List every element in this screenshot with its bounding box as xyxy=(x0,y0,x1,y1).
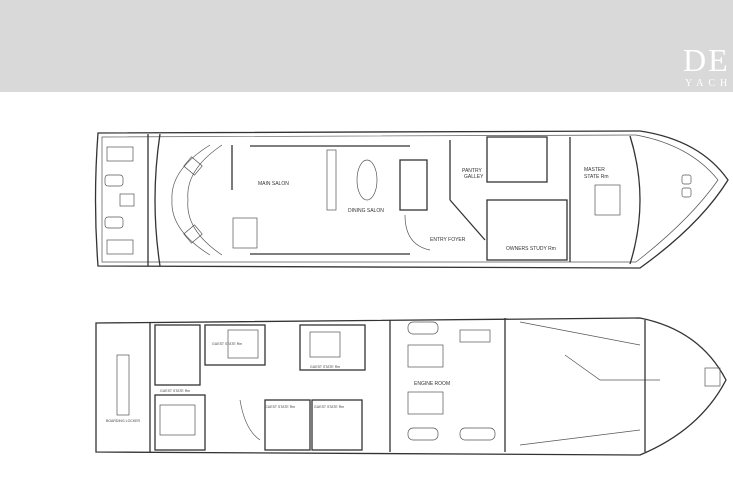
guest-heads xyxy=(154,324,201,386)
spiral-stair xyxy=(239,399,261,441)
wall xyxy=(449,199,486,241)
chair xyxy=(183,224,203,244)
guest-cabin-1 xyxy=(204,324,266,366)
label-lazarette: BOARDING LOCKER xyxy=(106,419,141,423)
logo-sub-text: YACH xyxy=(685,78,733,89)
engine xyxy=(407,344,444,368)
guest-cabin-4 xyxy=(264,399,311,451)
hatch xyxy=(681,187,692,198)
label-main-salon: MAIN SALON xyxy=(258,181,289,187)
heads xyxy=(486,136,548,183)
aft-bulkhead xyxy=(154,133,161,267)
dining-table xyxy=(356,159,378,201)
bed xyxy=(309,331,341,358)
table xyxy=(119,193,135,207)
locker xyxy=(116,354,130,416)
upper-deck-plan: MAIN SALON DINING SALON PANTRY GALLEY EN… xyxy=(94,130,729,269)
guest-cabin-5 xyxy=(311,399,363,451)
sofa xyxy=(171,144,211,256)
sofa xyxy=(187,144,223,256)
label-galley: GALLEY xyxy=(464,174,484,180)
upper-inner-hull xyxy=(101,134,719,263)
equipment xyxy=(459,329,491,343)
label-entry-foyer: ENTRY FOYER xyxy=(430,237,466,243)
study-room xyxy=(486,199,568,261)
hatch xyxy=(704,367,721,387)
chair xyxy=(183,156,203,176)
header-banner: DE YACH xyxy=(0,0,733,92)
label-guest-state-5: GUEST STATE Rm xyxy=(314,405,344,409)
label-guest-state-4: GUEST STATE Rm xyxy=(265,405,295,409)
label-master: MASTER xyxy=(584,167,605,173)
crew-mess xyxy=(564,354,660,381)
guest-cabin-2 xyxy=(299,324,366,371)
label-guest-state-2: GUEST STATE Rm xyxy=(310,365,340,369)
generator xyxy=(407,427,439,441)
bed xyxy=(159,404,196,436)
sunpad xyxy=(106,239,134,255)
hull-line xyxy=(519,429,641,446)
bed xyxy=(227,329,259,359)
generator xyxy=(407,321,439,335)
sunpad xyxy=(106,146,134,162)
upper-hull-outline xyxy=(94,130,729,269)
stair xyxy=(232,217,258,249)
label-pantry: PANTRY xyxy=(462,168,482,174)
master-bed xyxy=(594,184,621,216)
label-guest-state-3: GUEST STATE Rm xyxy=(160,389,190,393)
label-guest-state-1: GUEST STATE Rm xyxy=(212,342,242,346)
deck-chair xyxy=(104,174,124,187)
logo-main-text: DE xyxy=(683,44,730,78)
label-dining-salon: DINING SALON xyxy=(348,208,384,214)
label-state-rm: STATE Rm xyxy=(584,174,609,180)
label-engine-room: ENGINE ROOM xyxy=(414,381,450,387)
generator xyxy=(459,427,496,441)
lower-hull-outline xyxy=(95,317,727,456)
engine xyxy=(407,391,444,415)
guest-cabin-3 xyxy=(154,394,206,451)
day-head xyxy=(399,159,428,211)
spiral-stair xyxy=(404,214,431,251)
fwd-bulkhead xyxy=(629,135,641,265)
deck-chair xyxy=(104,216,124,229)
lower-deck-plan: GUEST STATE Rm GUEST STATE Rm GUEST STAT… xyxy=(95,317,727,456)
hull-line xyxy=(519,321,641,346)
partition xyxy=(326,149,337,211)
brand-logo: DE YACH xyxy=(681,44,733,94)
label-owners-study: OWNERS STUDY Rm xyxy=(506,246,556,252)
hatch xyxy=(681,174,692,185)
